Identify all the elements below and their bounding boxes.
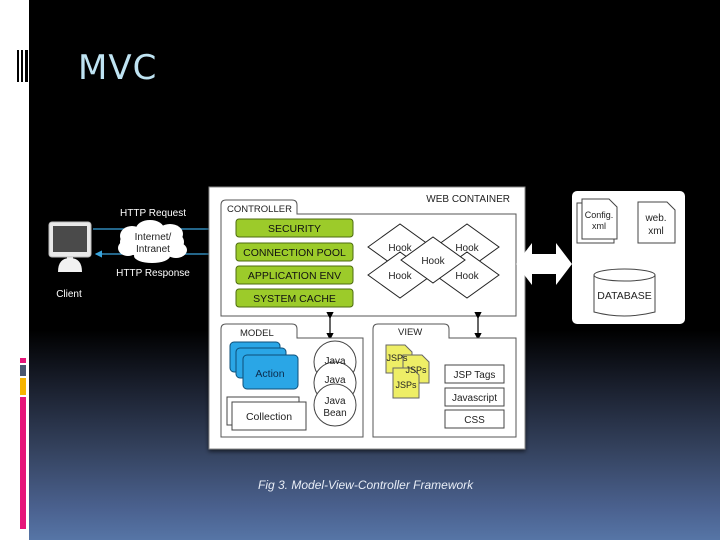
web-xml-line2: xml [648, 226, 664, 237]
view-item-jsp-tags [444, 364, 505, 384]
view-label: VIEW [398, 327, 422, 338]
controller-label: CONTROLLER [227, 204, 292, 215]
bidirectional-arrow-icon [516, 243, 572, 285]
config-xml-line1: Config. [585, 210, 614, 220]
module-system-cache-label: SYSTEM CACHE [253, 293, 336, 305]
bean-label-1: Java [324, 356, 346, 367]
collection-stack [226, 396, 307, 431]
model-label: MODEL [240, 328, 274, 339]
jsp-label-1: JSPs [386, 353, 408, 363]
action-label: Action [255, 368, 284, 380]
config-xml-line2: xml [592, 221, 606, 231]
http-request-label: HTTP Request [120, 208, 186, 219]
database-icon [593, 268, 656, 317]
view-item-jsp-tags-label: JSP Tags [454, 370, 496, 381]
java-bean-stack [313, 340, 357, 427]
accent-bar-3 [20, 378, 26, 395]
module-application-env [235, 265, 354, 285]
network-label-line2: Intranet [136, 244, 170, 255]
slide-decoration-bars [17, 50, 28, 82]
client-label: Client [56, 289, 82, 300]
web-xml-line1: web. [644, 213, 666, 224]
view-item-javascript [444, 387, 505, 407]
slide-title: MVC [78, 48, 158, 88]
module-connection-pool-label: CONNECTION POOL [243, 247, 346, 259]
hook-label-1: Hook [388, 243, 412, 254]
http-response-label: HTTP Response [116, 268, 190, 279]
hook-label-3: Hook [388, 271, 412, 282]
action-stack [229, 341, 299, 390]
module-security [235, 218, 354, 238]
hooks-group [367, 223, 500, 299]
module-security-label: SECURITY [268, 223, 321, 235]
controller-modules: SECURITY CONNECTION POOL APPLICATION ENV… [235, 218, 354, 308]
database-label: DATABASE [597, 290, 651, 302]
figure-caption: Fig 3. Model-View-Controller Framework [258, 478, 474, 492]
view-item-css [444, 409, 505, 429]
config-xml-file-icon [576, 198, 618, 244]
client-computer-icon [48, 221, 92, 272]
web-xml-file-icon [637, 201, 676, 244]
bean-label-3: Java [324, 396, 346, 407]
hook-label-4: Hook [455, 271, 479, 282]
accent-bar-1 [20, 358, 26, 363]
accent-bar-2 [20, 365, 26, 376]
jsp-label-3: JSPs [395, 380, 417, 390]
module-application-env-label: APPLICATION ENV [248, 270, 341, 282]
view-item-css-label: CSS [464, 415, 485, 426]
web-container-label: WEB CONTAINER [426, 194, 510, 205]
jsp-pages-stack [385, 344, 430, 399]
jsp-label-2: JSPs [405, 365, 427, 375]
network-label-line1: Internet/ [135, 232, 172, 243]
module-system-cache [235, 288, 354, 308]
hook-diamond-5 [400, 236, 466, 284]
bean-label-2: Java [324, 375, 346, 386]
bean-label-4: Bean [323, 408, 346, 419]
collection-label: Collection [246, 411, 292, 423]
view-item-javascript-label: Javascript [452, 393, 497, 404]
hook-label-2: Hook [455, 243, 479, 254]
module-connection-pool [235, 242, 354, 262]
internet-cloud-icon [118, 220, 187, 263]
accent-bar-4 [20, 397, 26, 529]
hook-label-5: Hook [421, 256, 445, 267]
